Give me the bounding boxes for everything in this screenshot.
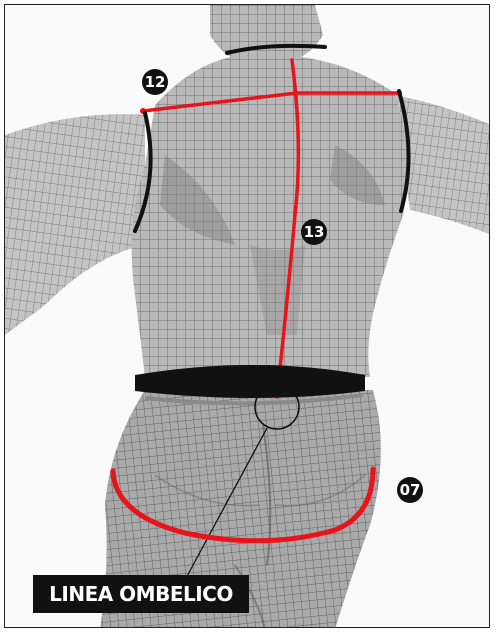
- body-illustration: [5, 5, 490, 628]
- left-arm-shape: [5, 114, 145, 335]
- badge-12: 12: [142, 69, 168, 95]
- navel-line-label: LINEA OMBELICO: [33, 575, 249, 613]
- badge-13: 13: [301, 219, 327, 245]
- figure-frame: 12 13 07 LINEA OMBELICO: [4, 4, 490, 628]
- badge-07: 07: [397, 477, 423, 503]
